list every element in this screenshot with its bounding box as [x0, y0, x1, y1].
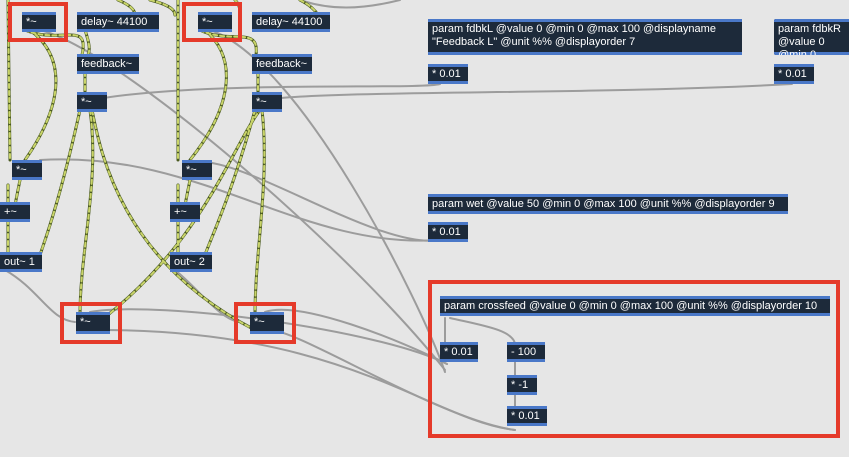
- object-mul-left-wet[interactable]: *~: [12, 160, 42, 180]
- object-param-feedback-left[interactable]: param fdbkL @value 0 @min 0 @max 100 @di…: [428, 19, 742, 55]
- object-scale-crossfeed[interactable]: * 0.01: [440, 342, 478, 362]
- object-param-crossfeed[interactable]: param crossfeed @value 0 @min 0 @max 100…: [440, 296, 830, 316]
- patchcord: [449, 317, 516, 346]
- object-feedback-left[interactable]: feedback~: [77, 54, 139, 74]
- patchcord: [264, 308, 448, 365]
- object-times-negative-one[interactable]: * -1: [507, 375, 537, 395]
- object-param-wet[interactable]: param wet @value 50 @min 0 @max 100 @uni…: [428, 194, 788, 214]
- object-delay-left[interactable]: delay~ 44100: [77, 12, 159, 32]
- patchcord: [199, 160, 441, 242]
- patchcord: [39, 158, 441, 242]
- patchcord: [264, 83, 793, 101]
- object-mul-right-wet[interactable]: *~: [182, 160, 212, 180]
- object-minus-100[interactable]: - 100: [507, 342, 545, 362]
- object-out-left[interactable]: out~ 1: [0, 252, 42, 272]
- object-scale-feedback-right[interactable]: * 0.01: [774, 64, 814, 84]
- object-scale-crossfeed-inverse[interactable]: * 0.01: [507, 406, 547, 426]
- patchcord: [174, 269, 241, 323]
- object-mul-right-top[interactable]: *~: [198, 12, 232, 32]
- object-add-left[interactable]: +~: [0, 202, 30, 222]
- object-mul-left-crossfeed[interactable]: *~: [76, 312, 110, 334]
- object-add-right[interactable]: +~: [170, 202, 200, 222]
- object-delay-right[interactable]: delay~ 44100: [252, 12, 330, 32]
- object-mul-left-top[interactable]: *~: [22, 12, 56, 32]
- object-feedback-right[interactable]: feedback~: [252, 54, 312, 74]
- object-mul-right-feedback[interactable]: *~: [252, 92, 282, 112]
- patchcord: [209, 29, 446, 373]
- patchcord: [269, 329, 516, 431]
- object-mul-left-feedback[interactable]: *~: [77, 92, 107, 112]
- object-scale-wet[interactable]: * 0.01: [428, 222, 468, 242]
- object-mul-right-crossfeed[interactable]: *~: [250, 312, 284, 334]
- patchcord: [299, 0, 401, 9]
- object-scale-feedback-left[interactable]: * 0.01: [428, 64, 468, 84]
- object-param-feedback-right[interactable]: param fdbkR @value 0 @min 0 @max 100 @di…: [774, 19, 849, 55]
- object-out-right[interactable]: out~ 2: [170, 252, 212, 272]
- patchcord: [4, 269, 76, 323]
